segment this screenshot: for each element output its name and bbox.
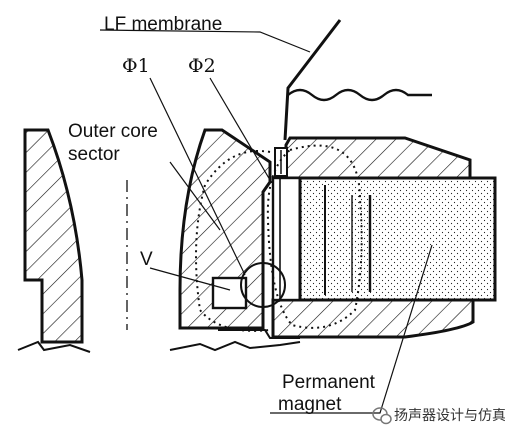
label-phi1: Φ1 (122, 55, 150, 77)
top-pole-plate (284, 136, 472, 180)
watermark: 扬声器设计与仿真 (372, 407, 505, 425)
label-outer-core: Outer core (68, 121, 158, 142)
leader-outer-core (169, 161, 221, 231)
label-v: V (140, 249, 153, 270)
leader-lf-membrane (99, 29, 311, 53)
left-membrane-edge (17, 340, 91, 353)
leader-phi2 (209, 77, 271, 181)
label-magnet: magnet (278, 394, 342, 415)
watermark-text: 扬声器设计与仿真 (394, 408, 505, 424)
outer-core-sector (178, 128, 272, 330)
leader-permanent-magnet (270, 244, 433, 414)
left-core-section (23, 128, 84, 344)
permanent-magnet (298, 176, 497, 302)
flux-path-phi1 (195, 150, 271, 332)
label-sector: sector (68, 144, 120, 165)
label-lf-membrane: LF membrane (104, 14, 222, 35)
wechat-icon (372, 407, 392, 425)
flux-path-phi2 (266, 144, 363, 329)
lf-membrane (283, 19, 342, 141)
label-permanent: Permanent (282, 372, 376, 393)
bottom-plate (271, 298, 475, 339)
inner-pole (271, 176, 302, 302)
surround-wave (287, 88, 432, 102)
leader-phi1 (149, 77, 246, 276)
lower-suspension (169, 340, 301, 352)
leader-v (149, 267, 231, 291)
detail-circle (240, 262, 286, 308)
label-phi2: Φ2 (188, 55, 216, 77)
